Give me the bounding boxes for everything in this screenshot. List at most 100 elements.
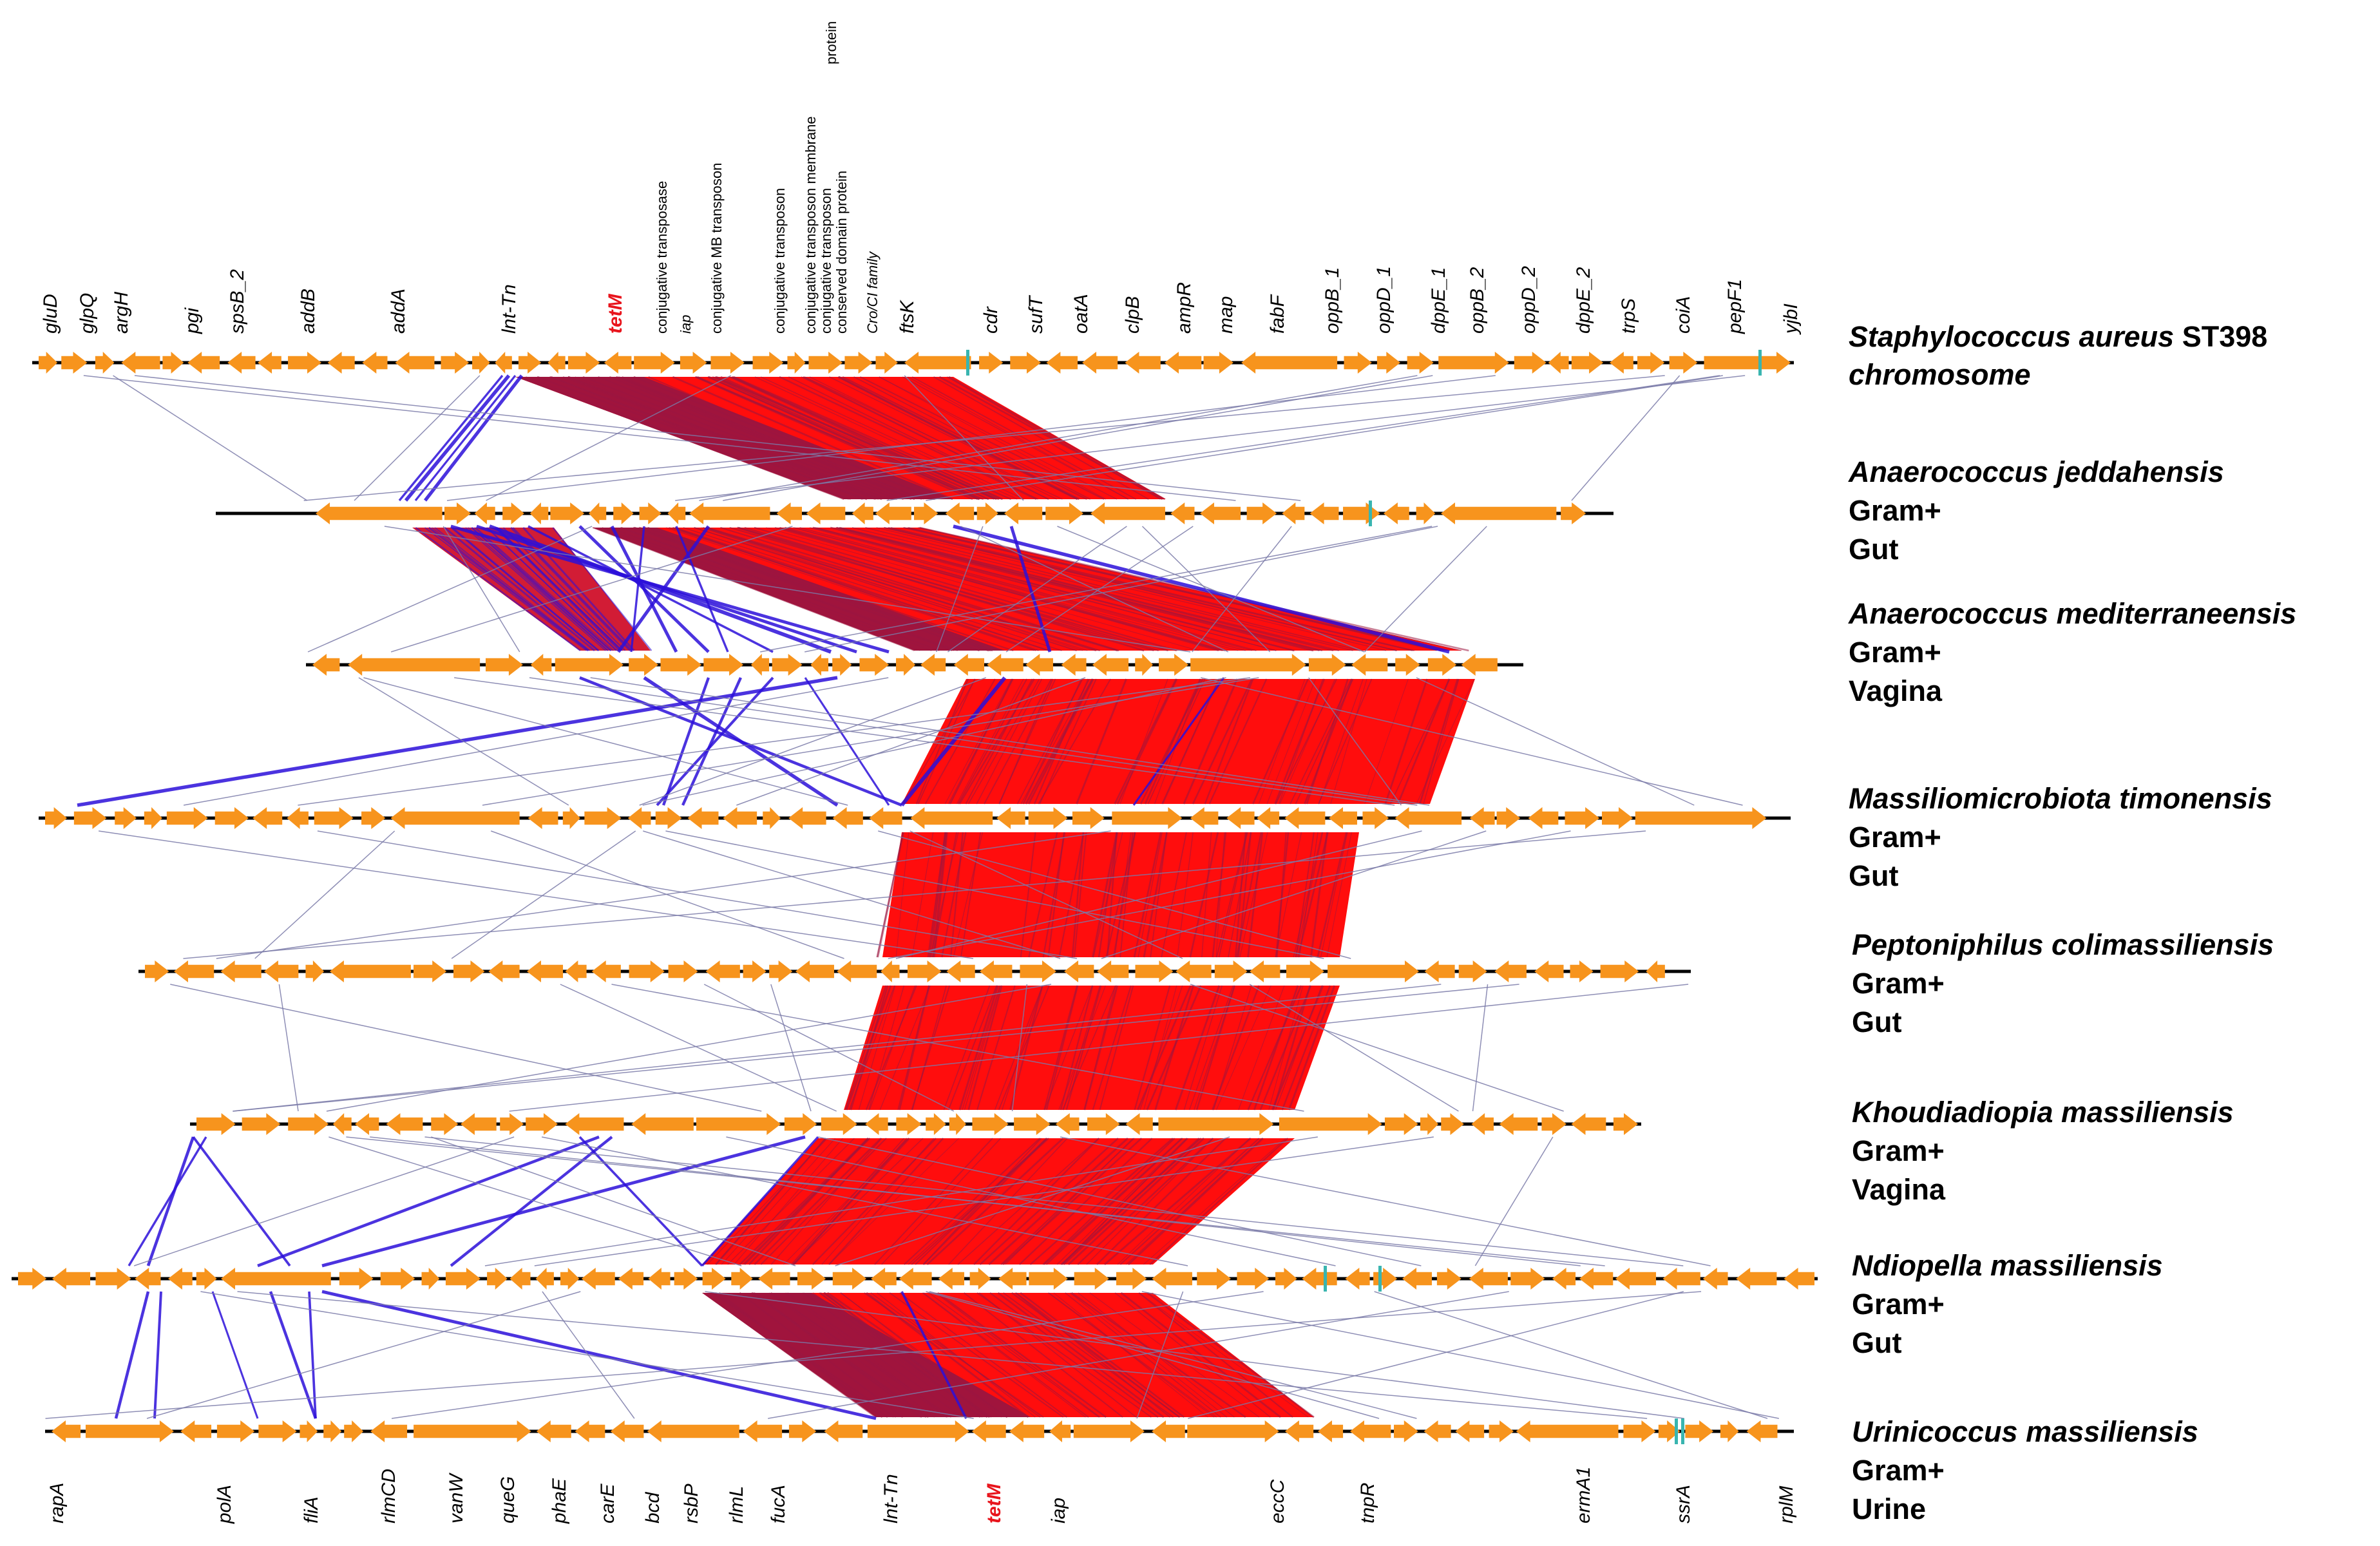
gene-arrow: [1514, 352, 1547, 374]
weak-link: [390, 526, 793, 653]
gene-arrow: [1125, 352, 1161, 374]
synteny-band-dark: [515, 377, 953, 499]
gene-arrow: [1257, 807, 1280, 829]
gene-arrow: [216, 1420, 255, 1442]
synteny-hatch: [1063, 985, 1101, 1111]
synteny-hatch: [1009, 985, 1043, 1111]
gene-arrow: [1284, 807, 1326, 829]
gene-arrow: [1489, 1420, 1514, 1442]
synteny-hatch: [1098, 832, 1118, 958]
synteny-hatch: [1149, 1138, 1288, 1265]
genome-track: [306, 654, 1523, 676]
gene-arrow: [1010, 352, 1042, 374]
synteny-hatch: [1364, 678, 1409, 805]
inverted-link: [656, 676, 774, 806]
gene-arrow: [1424, 960, 1455, 982]
gene-arrow: [772, 654, 803, 676]
synteny-hatch: [1020, 1292, 1185, 1418]
gene-arrow: [61, 352, 88, 374]
synteny-hatch: [1099, 985, 1134, 1111]
inverted-link: [1132, 677, 1225, 806]
gene-arrow: [567, 352, 600, 374]
gene-arrow: [1441, 1113, 1464, 1135]
top-annotation: conjugative transposon membrane: [803, 116, 819, 334]
synteny-hatch: [957, 678, 1027, 805]
gene-arrow: [242, 1113, 281, 1135]
gene-arrow: [869, 807, 902, 829]
weak-link: [431, 1136, 796, 1266]
gene-arrow: [945, 502, 975, 524]
gene-arrow: [696, 1113, 781, 1135]
weak-link: [133, 1136, 515, 1266]
synteny-hatch: [754, 526, 1177, 652]
top-gene-label: clpB: [1122, 296, 1143, 334]
gene-arrow: [565, 1113, 624, 1135]
gene-arrow: [752, 352, 784, 374]
synteny-hatch: [850, 985, 889, 1111]
gene-arrow: [529, 502, 549, 524]
top-gene-label: addB: [298, 289, 319, 334]
gene-arrow: [674, 1268, 698, 1290]
synteny-hatch-inverted: [468, 527, 609, 651]
synteny-hatch: [1086, 1138, 1214, 1265]
gene-arrow: [852, 502, 873, 524]
synteny-hatch: [1103, 1137, 1252, 1266]
species-line3: Gut: [1849, 859, 1898, 892]
inverted-link: [953, 524, 1450, 654]
genome-track: [12, 1268, 1818, 1290]
gene-arrow: [971, 1420, 1006, 1442]
gene-arrow: [629, 960, 665, 982]
synteny-hatch: [874, 1138, 993, 1265]
gene-arrow: [1420, 1113, 1439, 1135]
species-name: Peptoniphilus colimassiliensis: [1852, 928, 2274, 961]
bottom-gene-label: vanW: [446, 1473, 467, 1523]
bottom-gene-label: fucA: [768, 1485, 789, 1523]
gene-arrow: [705, 960, 740, 982]
bottom-gene-label: lnt-Tn: [881, 1474, 902, 1523]
top-gene-label: fabF: [1267, 294, 1288, 334]
gene-arrow: [1284, 1420, 1314, 1442]
weak-link: [665, 830, 1324, 959]
gene-arrow: [1579, 1268, 1614, 1290]
gene-arrow: [1097, 960, 1129, 982]
gene-arrow: [1345, 1268, 1370, 1290]
synteny-hatch: [1044, 985, 1093, 1111]
weak-link: [534, 1136, 1434, 1266]
gene-arrow: [227, 352, 256, 374]
synteny-hatch-inverted: [450, 527, 600, 651]
genome-track: [138, 960, 1691, 982]
top-gene-label: trpS: [1618, 298, 1639, 334]
weak-link: [424, 1136, 1684, 1266]
marker-tick: [1369, 501, 1372, 526]
gene-arrow: [323, 1420, 342, 1442]
synteny-hatch-inverted: [474, 527, 612, 651]
weak-link: [1141, 526, 1271, 653]
gene-arrow: [263, 960, 299, 982]
gene-arrow: [95, 352, 115, 374]
weak-link: [1364, 526, 1487, 653]
gene-arrow: [1072, 807, 1105, 829]
synteny-hatch: [1096, 1138, 1226, 1265]
gene-arrow: [1073, 1420, 1145, 1442]
gene-arrow: [896, 1113, 922, 1135]
gene-arrow: [252, 807, 283, 829]
weak-link: [726, 1136, 1336, 1266]
weak-link: [98, 830, 974, 959]
gene-arrow: [258, 352, 281, 374]
inverted-link: [900, 1291, 967, 1419]
gene-arrow: [73, 807, 107, 829]
top-gene-label: dppE_2: [1573, 267, 1594, 334]
gene-arrow: [550, 502, 585, 524]
gene-arrow: [575, 1420, 605, 1442]
synteny-hatch: [1143, 832, 1168, 958]
weak-link: [770, 984, 812, 1112]
gene-arrow: [1250, 960, 1280, 982]
synteny-hatch: [889, 1292, 1064, 1418]
synteny-hatch: [1061, 1138, 1189, 1265]
gene-arrow: [1376, 352, 1401, 374]
weak-link: [611, 984, 1304, 1112]
synteny-hatch: [908, 527, 1445, 651]
synteny-hatch: [1146, 985, 1202, 1111]
gene-arrow: [907, 960, 942, 982]
species-block-anaerococcus-mediterraneensis: Anaerococcus mediterraneensis Gram+ Vagi…: [1848, 597, 2296, 707]
